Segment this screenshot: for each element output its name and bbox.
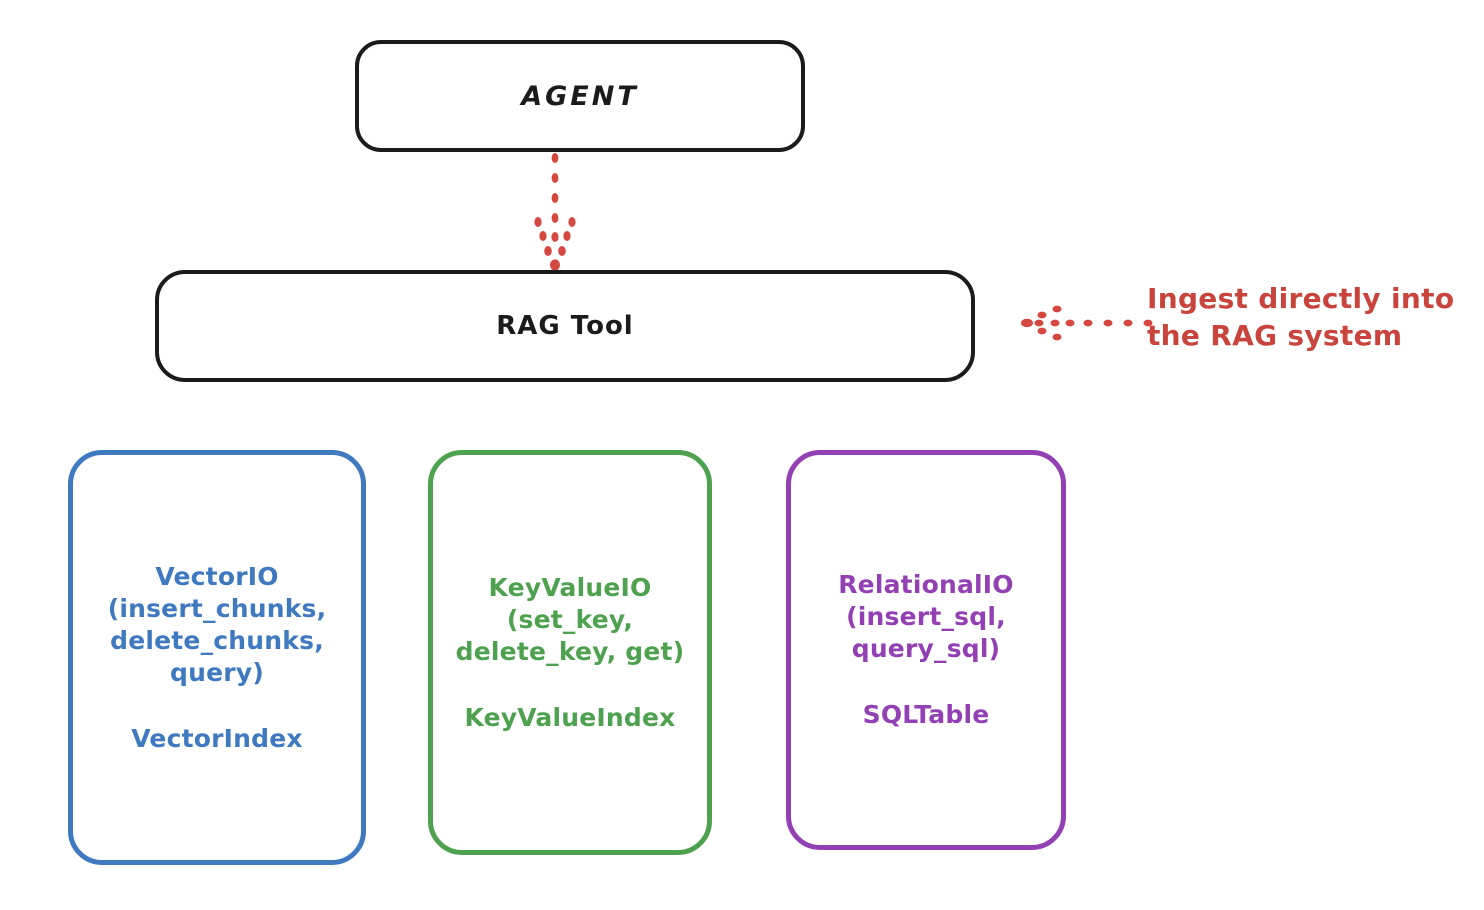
ingest-annotation-text: Ingest directly into the RAG system [1147, 282, 1455, 352]
rag-tool-node[interactable]: RAG Tool [155, 270, 975, 382]
vector-index-label: VectorIndex [131, 723, 303, 753]
agent-to-rag-tool-arrow [534, 153, 576, 271]
agent-node[interactable]: AGENT [355, 40, 805, 152]
vector-io-node[interactable]: VectorIO (insert_chunks, delete_chunks, … [68, 450, 366, 865]
sql-table-label: SQLTable [862, 700, 990, 729]
relational-io-node[interactable]: RelationalIO (insert_sql, query_sql) SQL… [786, 450, 1066, 850]
vector-io-api-label: VectorIO (insert_chunks, delete_chunks, … [107, 561, 327, 687]
agent-label: AGENT [521, 80, 639, 112]
relational-io-api-label: RelationalIO (insert_sql, query_sql) [838, 570, 1014, 663]
ingest-arrow-icon [1021, 305, 1153, 341]
key-value-index-label: KeyValueIndex [464, 702, 676, 732]
rag-tool-label: RAG Tool [496, 311, 634, 341]
key-value-io-node[interactable]: KeyValueIO (set_key, delete_key, get) Ke… [428, 450, 712, 855]
key-value-io-api-label: KeyValueIO (set_key, delete_key, get) [455, 572, 685, 666]
